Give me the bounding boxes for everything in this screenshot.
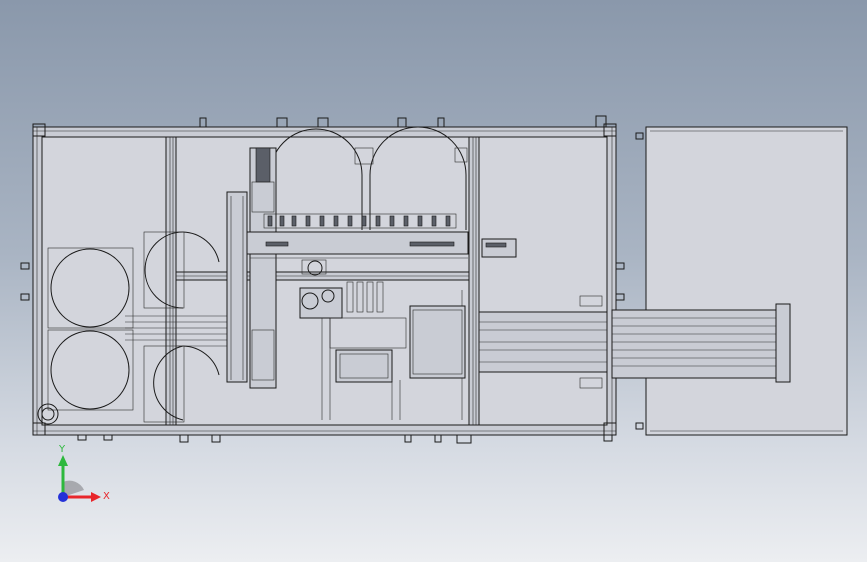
leveling-feet [20,115,644,444]
center-module [226,126,517,420]
belt-teeth [267,215,451,227]
triad-y-arrowhead [58,455,68,466]
main-frame [32,123,617,436]
right-cabinet [611,126,848,436]
triad-y-label: Y [58,444,66,455]
left-reel-section [37,231,240,425]
triad-x-arrowhead [91,492,101,502]
triad-z-axis [58,492,68,502]
coordinate-triad: X Y [58,444,110,502]
triad-x-label: X [103,491,110,502]
